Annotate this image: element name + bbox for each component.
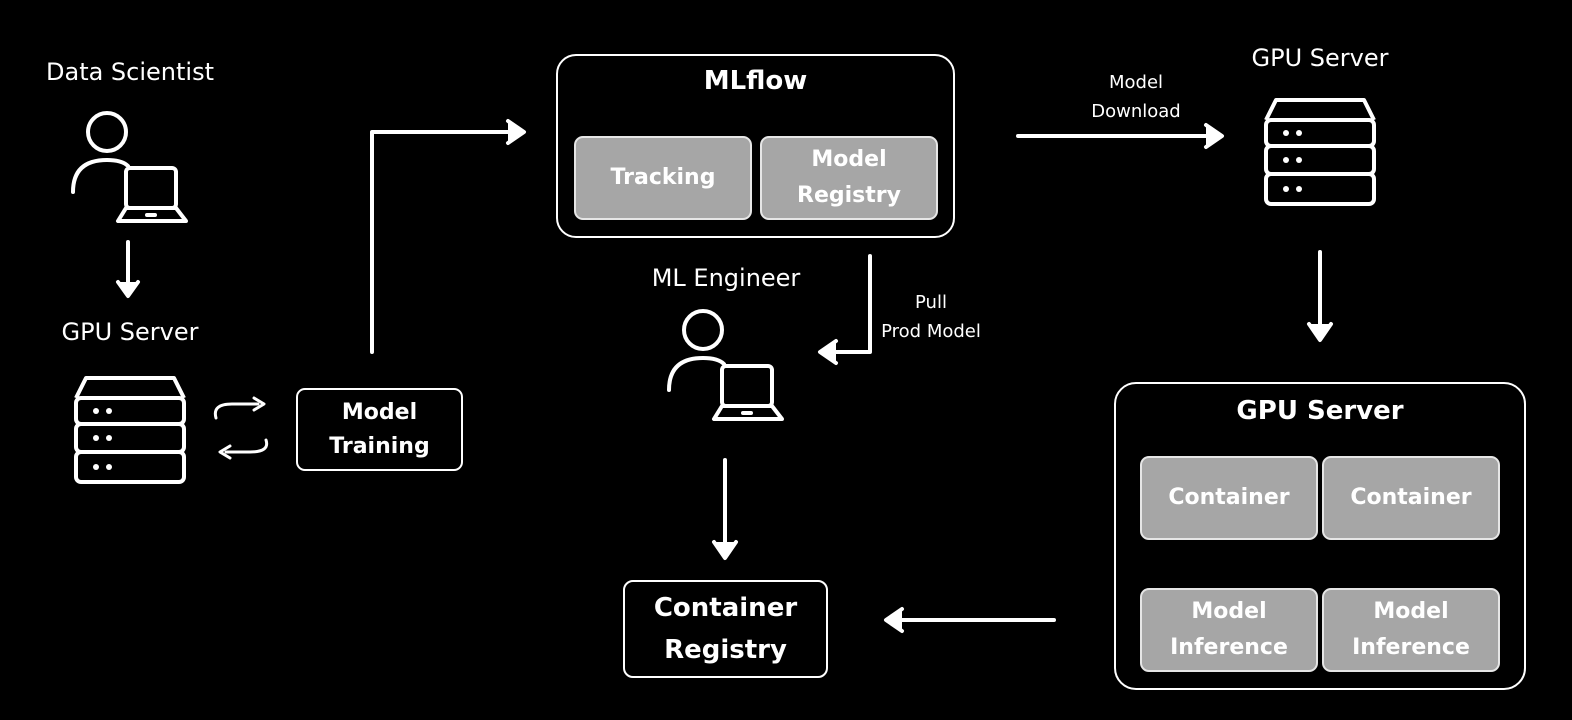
- tracking-label: Tracking: [610, 165, 716, 190]
- model-registry-line1: Model: [811, 147, 887, 172]
- container-2-block: Container: [1322, 456, 1500, 540]
- data-scientist-label: Data Scientist: [46, 58, 214, 86]
- container-registry-line1: Container: [653, 593, 798, 623]
- model-inference-1-line1: Model: [1191, 599, 1267, 624]
- model-training-line2: Training: [329, 433, 430, 459]
- model-inference-2-line1: Model: [1373, 599, 1449, 624]
- model-download-line1: Model: [1108, 72, 1164, 93]
- arrow-pull-prod-model: [832, 254, 872, 354]
- arrowhead-scientist-to-server: [116, 280, 140, 298]
- container-registry-box: Container Registry: [623, 580, 828, 678]
- mlflow-title: MLflow: [703, 66, 808, 96]
- sync-arrow-left: [224, 438, 269, 454]
- pull-prod-model-label: Pull Prod Model: [872, 288, 990, 346]
- data-scientist-icon: [71, 111, 188, 223]
- download-server-icon: [1264, 98, 1376, 206]
- inference-server-title: GPU Server: [1236, 396, 1404, 426]
- model-inference-2-line2: Inference: [1352, 635, 1470, 660]
- container-2-label: Container: [1350, 485, 1472, 510]
- arrow-training-to-mlflow: [370, 130, 514, 354]
- ml-engineer-icon: [667, 309, 784, 421]
- ml-engineer-label: ML Engineer: [651, 264, 801, 292]
- container-1-block: Container: [1140, 456, 1318, 540]
- mlflow-box: MLflow Tracking Model Registry: [556, 54, 955, 238]
- pull-line1: Pull: [915, 292, 947, 313]
- model-inference-1-block: Model Inference: [1140, 588, 1318, 672]
- pull-line2: Prod Model: [881, 321, 981, 342]
- arrowhead-engineer-to-registry: [712, 540, 738, 560]
- model-inference-1-line2: Inference: [1170, 635, 1288, 660]
- container-registry-line2: Registry: [664, 635, 787, 665]
- model-download-line2: Download: [1091, 101, 1181, 122]
- model-registry-block: Model Registry: [760, 136, 938, 220]
- arrowhead-model-download: [1204, 123, 1224, 149]
- training-server-icon: [74, 376, 186, 484]
- inference-server-box: GPU Server Container Container Model Inf…: [1114, 382, 1526, 690]
- arrowhead-server-to-inference: [1307, 322, 1333, 342]
- container-1-label: Container: [1168, 485, 1290, 510]
- model-training-box: Model Training: [296, 388, 463, 471]
- sync-arrowhead-right: [252, 396, 266, 412]
- sync-arrowhead-left: [218, 444, 232, 460]
- sync-arrow-right: [213, 402, 260, 420]
- model-download-label: Model Download: [1048, 68, 1224, 126]
- model-training-line1: Model: [341, 399, 418, 425]
- arrowhead-inference-to-registry: [884, 607, 904, 633]
- model-registry-line2: Registry: [797, 183, 901, 208]
- model-inference-2-block: Model Inference: [1322, 588, 1500, 672]
- arrowhead-pull-prod-model: [818, 339, 838, 365]
- training-server-label: GPU Server: [61, 318, 199, 346]
- tracking-block: Tracking: [574, 136, 752, 220]
- arrowhead-training-to-mlflow: [506, 119, 526, 145]
- download-server-label: GPU Server: [1251, 44, 1389, 72]
